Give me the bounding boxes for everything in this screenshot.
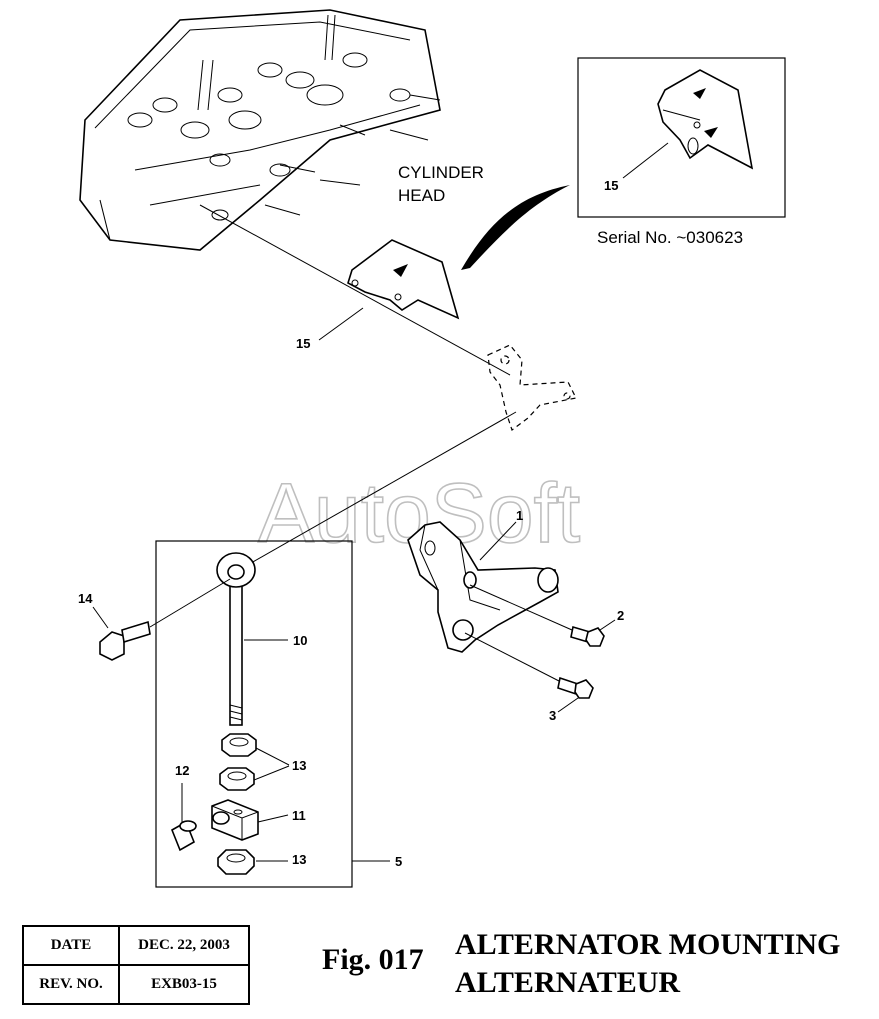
- callout-2: 2: [617, 608, 624, 623]
- callout-15-inset: 15: [604, 178, 618, 193]
- rev-value: EXB03-15: [118, 964, 250, 1005]
- alignment-line-head: [199, 204, 511, 376]
- leader-2: [599, 619, 616, 631]
- leader-1: [479, 521, 517, 561]
- cylinder-head-illustration: [79, 9, 441, 251]
- callout-11: 11: [292, 808, 306, 823]
- nut-13-upper: [221, 733, 257, 757]
- leader-13a-1: [255, 747, 290, 766]
- figure-title-en: ALTERNATOR MOUNTING: [455, 928, 841, 961]
- figure-number: Fig. 017: [322, 943, 424, 976]
- callout-15: 15: [296, 336, 310, 351]
- adjuster-block-11: [211, 799, 259, 841]
- alignment-line-bolt2: [469, 584, 573, 631]
- nut-13-middle: [219, 767, 255, 791]
- callout-3: 3: [549, 708, 556, 723]
- alignment-line-bolt3: [464, 632, 560, 682]
- callout-13-lower: 13: [292, 852, 306, 867]
- nut-13-lower: [217, 849, 255, 875]
- leader-13a-2: [253, 765, 290, 781]
- serial-label: Serial No. ~030623: [597, 228, 743, 247]
- callout-13-upper: 13: [292, 758, 306, 773]
- inset-box: [577, 57, 786, 218]
- bolt-3: [557, 676, 594, 699]
- callout-1: 1: [516, 508, 523, 523]
- cylinder-head-label-line2: HEAD: [398, 186, 445, 205]
- alignment-line-bolt14: [149, 578, 231, 628]
- assembly-box-5: [155, 540, 353, 888]
- leader-3: [557, 697, 579, 713]
- alignment-line-rod: [236, 411, 517, 572]
- date-value: DEC. 22, 2003: [118, 925, 250, 966]
- callout-5: 5: [395, 854, 402, 869]
- phantom-bracket: [487, 344, 577, 431]
- cylinder-head-label-line1: CYLINDER: [398, 163, 484, 182]
- collar-12: [170, 820, 197, 852]
- bolt-14: [99, 620, 151, 661]
- leader-15-inset: [622, 142, 669, 179]
- figure-title-fr: ALTERNATEUR: [455, 966, 681, 999]
- leader-11: [257, 814, 289, 823]
- inset-pointer-arrow: [461, 185, 570, 270]
- callout-12: 12: [175, 763, 189, 778]
- figure-title: ALTERNATOR MOUNTING ALTERNATEUR: [455, 926, 840, 1002]
- callout-10: 10: [293, 633, 307, 648]
- date-label: DATE: [22, 925, 120, 966]
- bolt-2: [570, 625, 605, 647]
- leader-15: [318, 307, 364, 341]
- adjusting-rod-10: [216, 552, 256, 726]
- inset-bracket-15: [657, 69, 754, 170]
- rev-label: REV. NO.: [22, 964, 120, 1005]
- revision-info-table: DATE DEC. 22, 2003 REV. NO. EXB03-15: [22, 925, 250, 1005]
- bracket-15: [347, 239, 460, 320]
- callout-14: 14: [78, 591, 93, 606]
- leader-14: [92, 606, 109, 629]
